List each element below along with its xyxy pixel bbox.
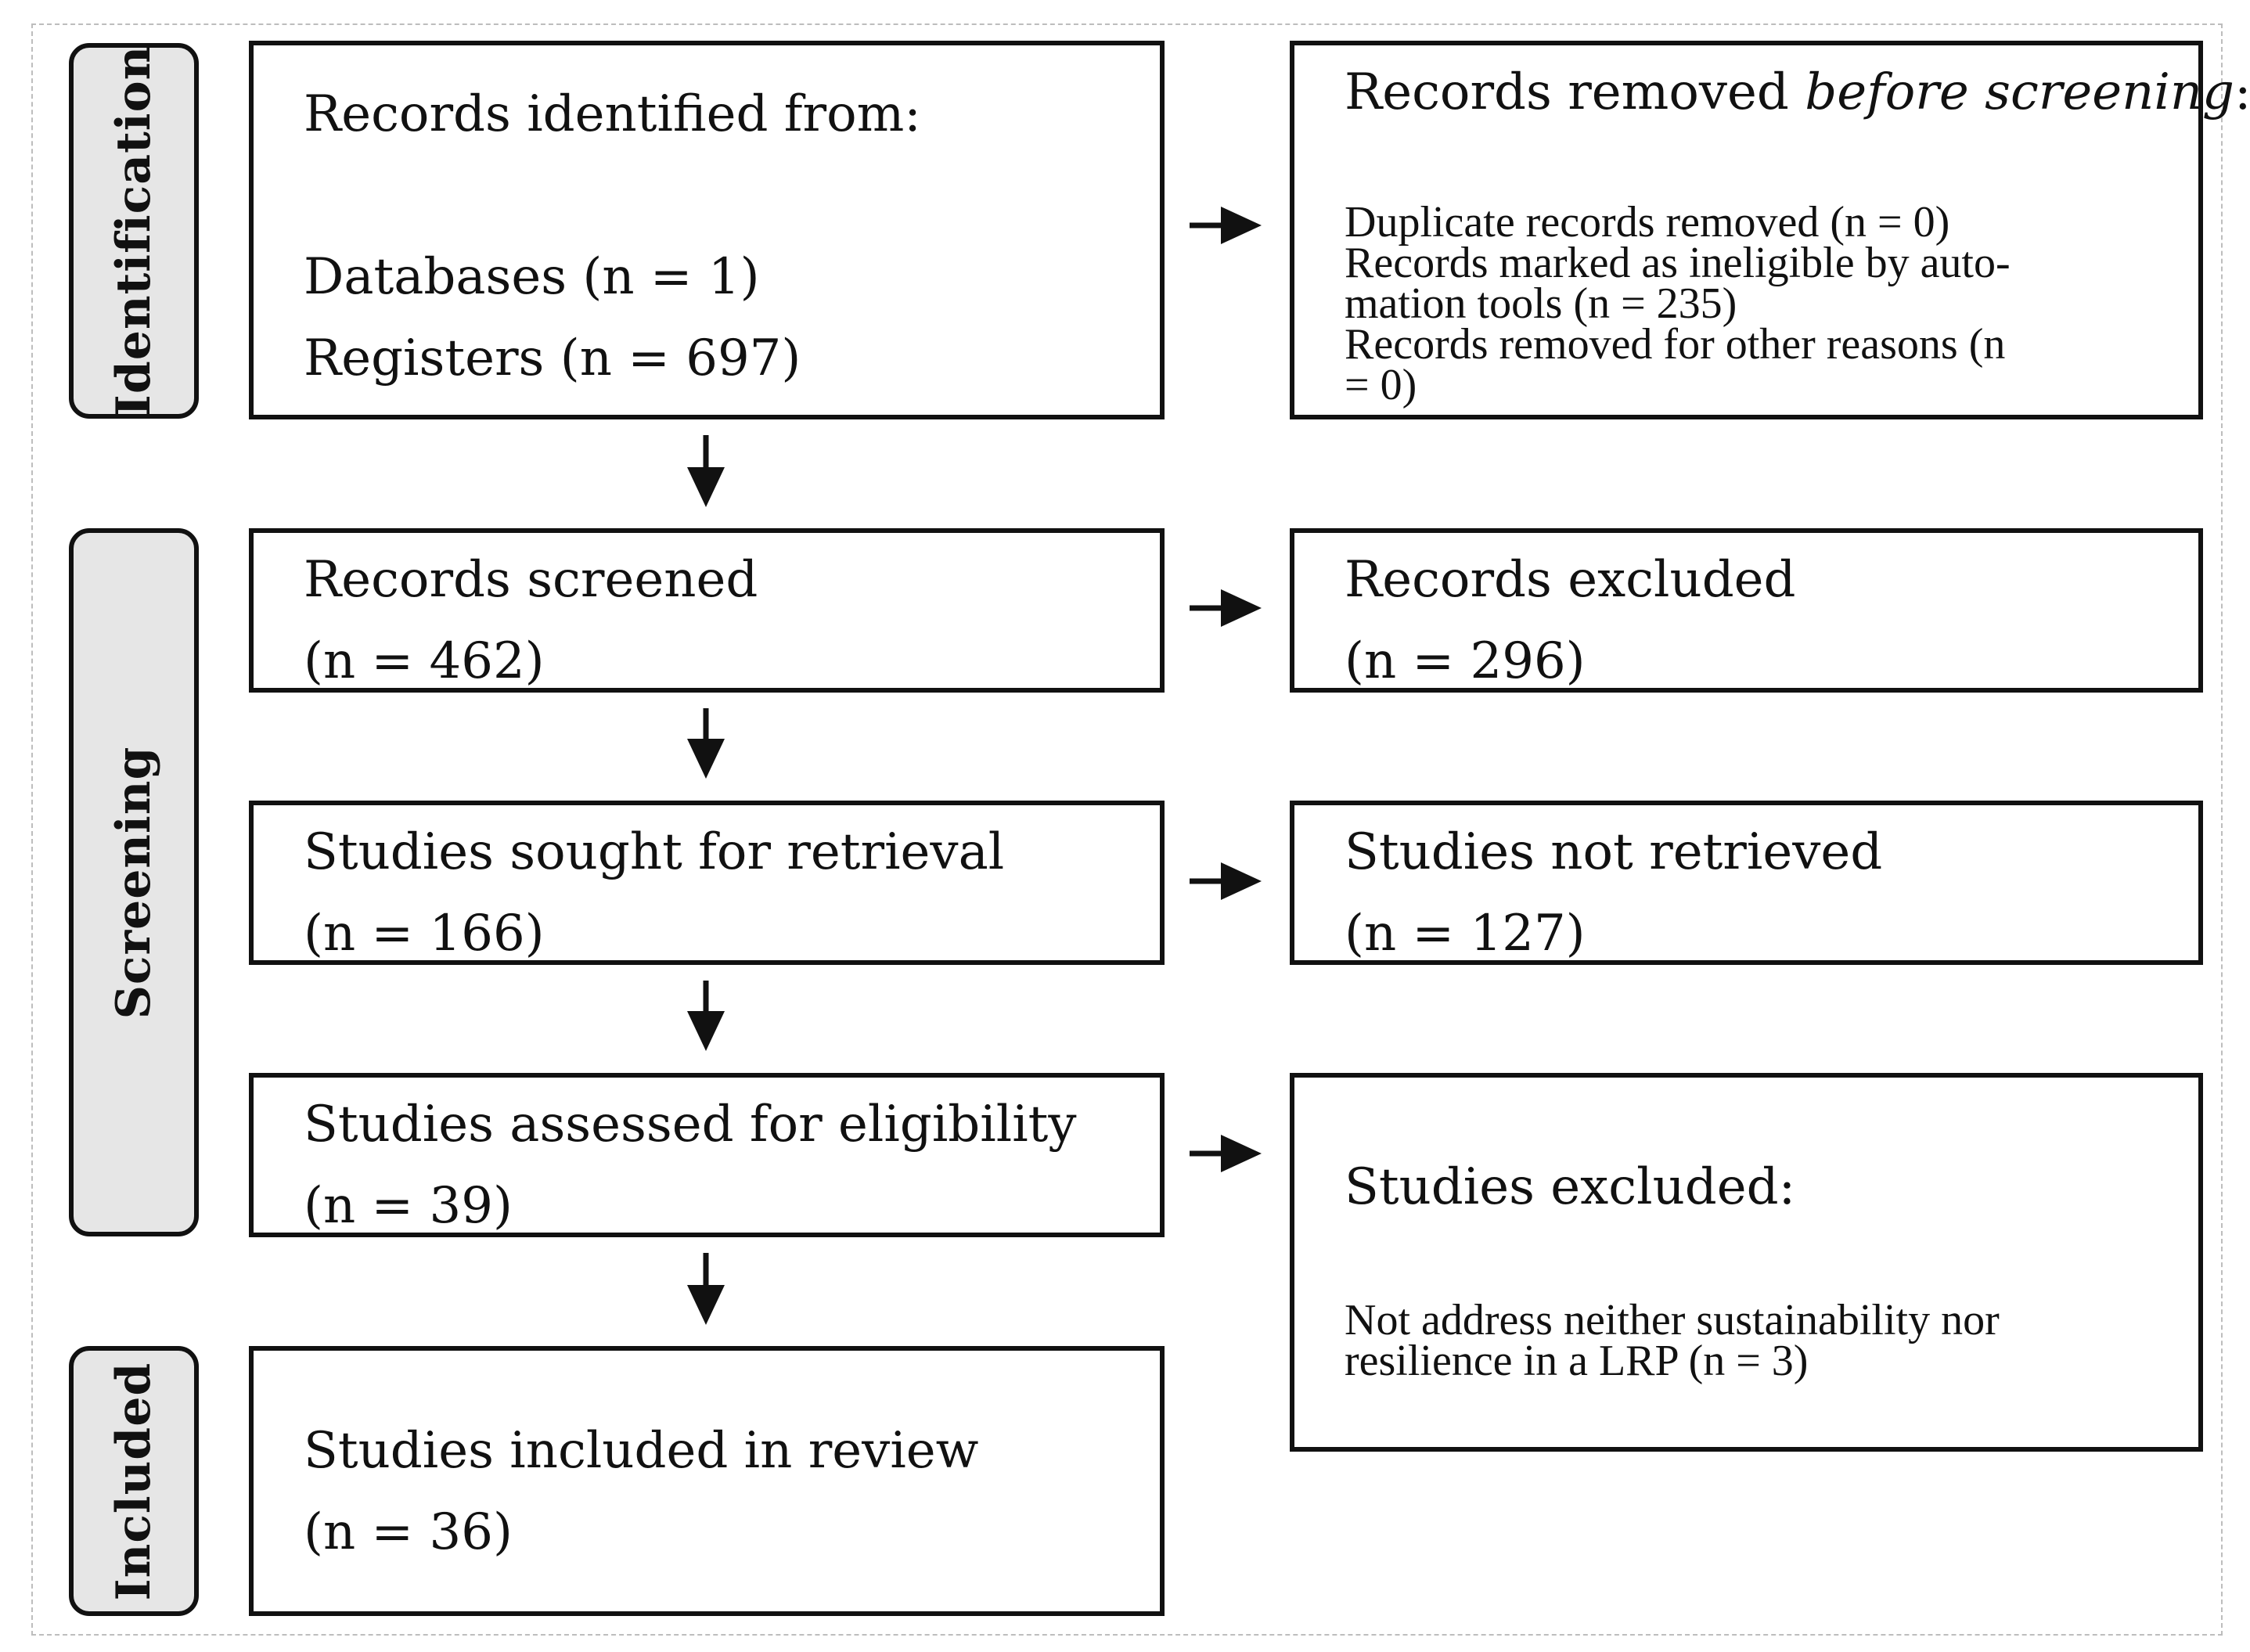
phase-screening: Screening	[69, 528, 199, 1236]
phase-screening-label: Screening	[106, 746, 161, 1019]
records-screened-box: Records screened (n = 462)	[249, 528, 1165, 693]
studies-not-retrieved-label: Studies not retrieved	[1345, 823, 1883, 881]
studies-excluded-title: Studies excluded:	[1345, 1158, 1796, 1216]
studies-assessed-count: (n = 39)	[304, 1177, 513, 1235]
studies-sought-label: Studies sought for retrieval	[304, 823, 1005, 881]
registers-count: Registers (n = 697)	[304, 329, 801, 387]
removed-line: Duplicate records removed (n = 0)	[1345, 198, 1950, 247]
records-removed-details: Duplicate records removed (n = 0) Record…	[1345, 198, 2175, 409]
records-removed-title: Records removed before screening:	[1345, 63, 2250, 121]
removed-line: Records removed for other reasons (n	[1345, 320, 2006, 369]
records-screened-label: Records screened	[304, 551, 758, 609]
excluded-reason-line: resilience in a LRP (n = 3)	[1345, 1337, 1809, 1385]
studies-included-label: Studies included in review	[304, 1422, 979, 1480]
records-excluded-count: (n = 296)	[1345, 632, 1586, 690]
records-removed-box: Records removed before screening: Duplic…	[1290, 41, 2250, 419]
studies-included-box: Studies included in review (n = 36)	[249, 1346, 1165, 1616]
studies-included-count: (n = 36)	[304, 1503, 513, 1561]
studies-excluded-details: Not address neither sustainability nor r…	[1345, 1296, 2175, 1385]
studies-excluded-box: Studies excluded: Not address neither su…	[1290, 1073, 2203, 1452]
studies-assessed-box: Studies assessed for eligibility (n = 39…	[249, 1073, 1165, 1237]
studies-not-retrieved-box: Studies not retrieved (n = 127)	[1290, 801, 2203, 965]
phase-included-label: Included	[106, 1362, 161, 1600]
removed-line: = 0)	[1345, 361, 1417, 409]
excluded-reason-line: Not address neither sustainability nor	[1345, 1296, 2000, 1344]
records-screened-count: (n = 462)	[304, 632, 545, 690]
studies-sought-box: Studies sought for retrieval (n = 166)	[249, 801, 1165, 965]
studies-sought-count: (n = 166)	[304, 905, 545, 963]
databases-count: Databases (n = 1)	[304, 248, 760, 306]
phase-identification: Identification	[69, 43, 199, 419]
phase-included: Included	[69, 1346, 199, 1616]
removed-line: mation tools (n = 235)	[1345, 279, 1737, 328]
records-excluded-box: Records excluded (n = 296)	[1290, 528, 2203, 693]
removed-line: Records marked as ineligible by auto-	[1345, 239, 2011, 287]
records-excluded-label: Records excluded	[1345, 551, 1796, 609]
studies-assessed-label: Studies assessed for eligibility	[304, 1096, 1077, 1154]
phase-identification-label: Identification	[106, 45, 161, 417]
records-identified-title: Records identified from:	[304, 85, 921, 143]
figure-frame	[31, 23, 2223, 1636]
studies-not-retrieved-count: (n = 127)	[1345, 905, 1586, 963]
records-identified-box: Records identified from: Databases (n = …	[249, 41, 1165, 419]
